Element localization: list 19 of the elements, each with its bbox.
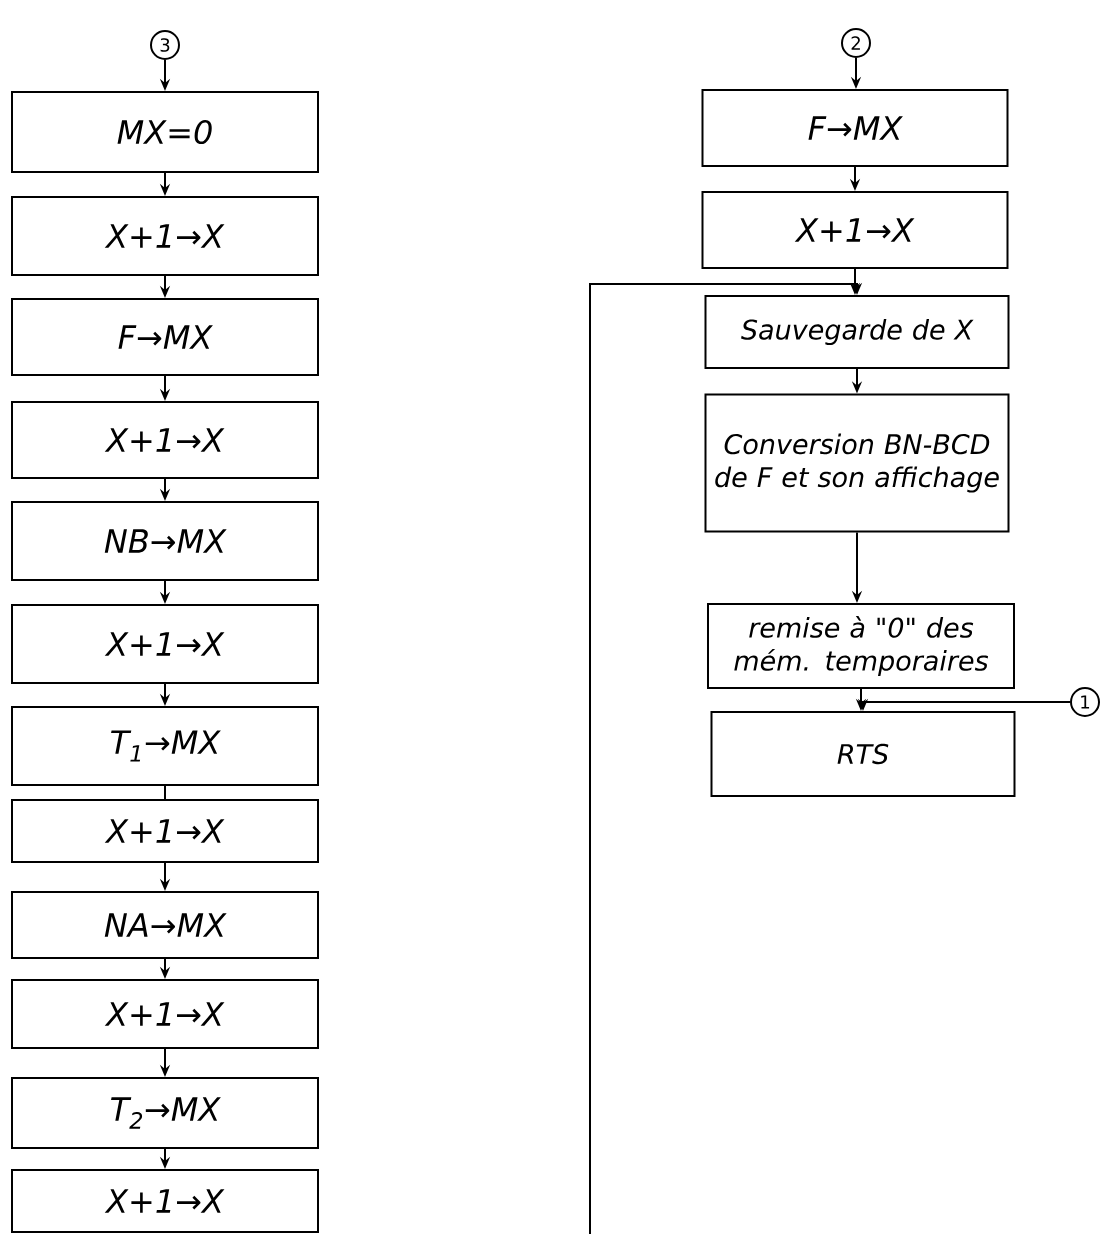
process-box: NB→MX [11, 501, 319, 581]
process-box: NA→MX [11, 891, 319, 959]
process-box: T$_{1}$→MX [11, 706, 319, 786]
process-box: T$_{2}$→MX [11, 1077, 319, 1149]
process-box: X+1→X [701, 191, 1009, 269]
process-box: X+1→X [11, 401, 319, 479]
process-box: X+1→X [11, 799, 319, 863]
process-box: MX=0 [11, 91, 319, 173]
process-box: F→MX [701, 89, 1009, 167]
process-box: Sauvegarde de X [704, 295, 1010, 369]
arrow [589, 282, 863, 1234]
process-box: Conversion BN-BCD de F et son affichage [704, 393, 1010, 533]
process-box: X+1→X [11, 1169, 319, 1233]
process-box: F→MX [11, 298, 319, 376]
process-box: remise à "0" des mém. temporaires [707, 603, 1015, 689]
process-box: X+1→X [11, 979, 319, 1049]
process-box: RTS [710, 711, 1016, 797]
process-box: X+1→X [11, 604, 319, 684]
process-box: X+1→X [11, 196, 319, 276]
